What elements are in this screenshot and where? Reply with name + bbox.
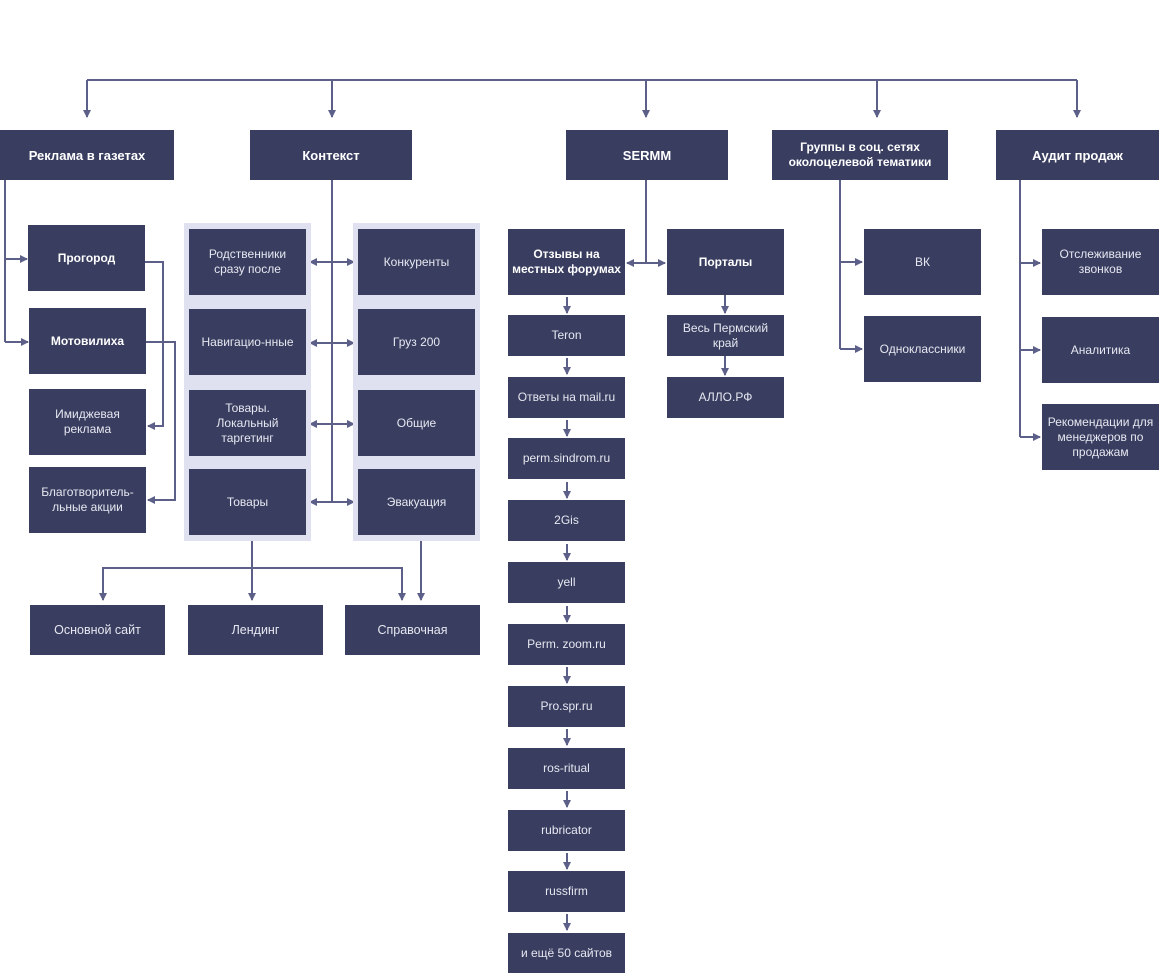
- connector-line: [99, 567, 252, 601]
- node-analytics: Аналитика: [1042, 317, 1159, 383]
- forum-site-item: Perm. zoom.ru: [508, 624, 625, 665]
- forum-site-item: 2Gis: [508, 500, 625, 541]
- forum-site-item: и ещё 50 сайтов: [508, 933, 625, 973]
- context-left-item: Родственники сразу после: [189, 229, 306, 295]
- context-right-item: Общие: [358, 390, 475, 456]
- node-landing: Лендинг: [188, 605, 323, 655]
- node-manager-recommendations: Рекомендации для менеджеров по продажам: [1042, 404, 1159, 470]
- forum-site-item: yell: [508, 562, 625, 603]
- forum-site-item: rubricator: [508, 810, 625, 851]
- node-sermm: SERMM: [566, 130, 728, 180]
- forum-site-item: perm.sindrom.ru: [508, 438, 625, 479]
- portal-item: АЛЛО.РФ: [667, 377, 784, 418]
- node-odnoklassniki: Одноклассники: [864, 316, 981, 382]
- node-forum-reviews: Отзывы на местных форумах: [508, 229, 625, 295]
- node-newspapers: Реклама в газетах: [0, 130, 174, 180]
- portal-item: Весь Пермский край: [667, 315, 784, 356]
- node-main-site: Основной сайт: [30, 605, 165, 655]
- forum-site-item: Ответы на mail.ru: [508, 377, 625, 418]
- node-progorod: Прогород: [28, 225, 145, 291]
- context-left-item: Товары. Локальный таргетинг: [189, 390, 306, 456]
- context-left-item: Навигацио-нные: [189, 309, 306, 375]
- connector-line: [252, 567, 406, 601]
- context-right-item: Конкуренты: [358, 229, 475, 295]
- connector-line: [146, 341, 176, 504]
- forum-site-item: ros-ritual: [508, 748, 625, 789]
- context-right-item: Эвакуация: [358, 469, 475, 535]
- node-context: Контекст: [250, 130, 412, 180]
- context-left-item: Товары: [189, 469, 306, 535]
- node-charity: Благотворитель-льные акции: [29, 467, 146, 533]
- node-social-groups: Группы в соц. сетях околоцелевой тематик…: [772, 130, 948, 180]
- node-directory: Справочная: [345, 605, 480, 655]
- forum-site-item: russfirm: [508, 871, 625, 912]
- context-right-item: Груз 200: [358, 309, 475, 375]
- node-motovilikha: Мотовилиха: [29, 308, 146, 374]
- node-call-tracking: Отслеживание звонков: [1042, 229, 1159, 295]
- node-portals: Порталы: [667, 229, 784, 295]
- forum-site-item: Pro.spr.ru: [508, 686, 625, 727]
- forum-site-item: Teron: [508, 315, 625, 356]
- connector-line: [145, 261, 164, 430]
- node-sales-audit: Аудит продаж: [996, 130, 1159, 180]
- node-vk: ВК: [864, 229, 981, 295]
- node-image-ads: Имиджевая реклама: [29, 389, 146, 455]
